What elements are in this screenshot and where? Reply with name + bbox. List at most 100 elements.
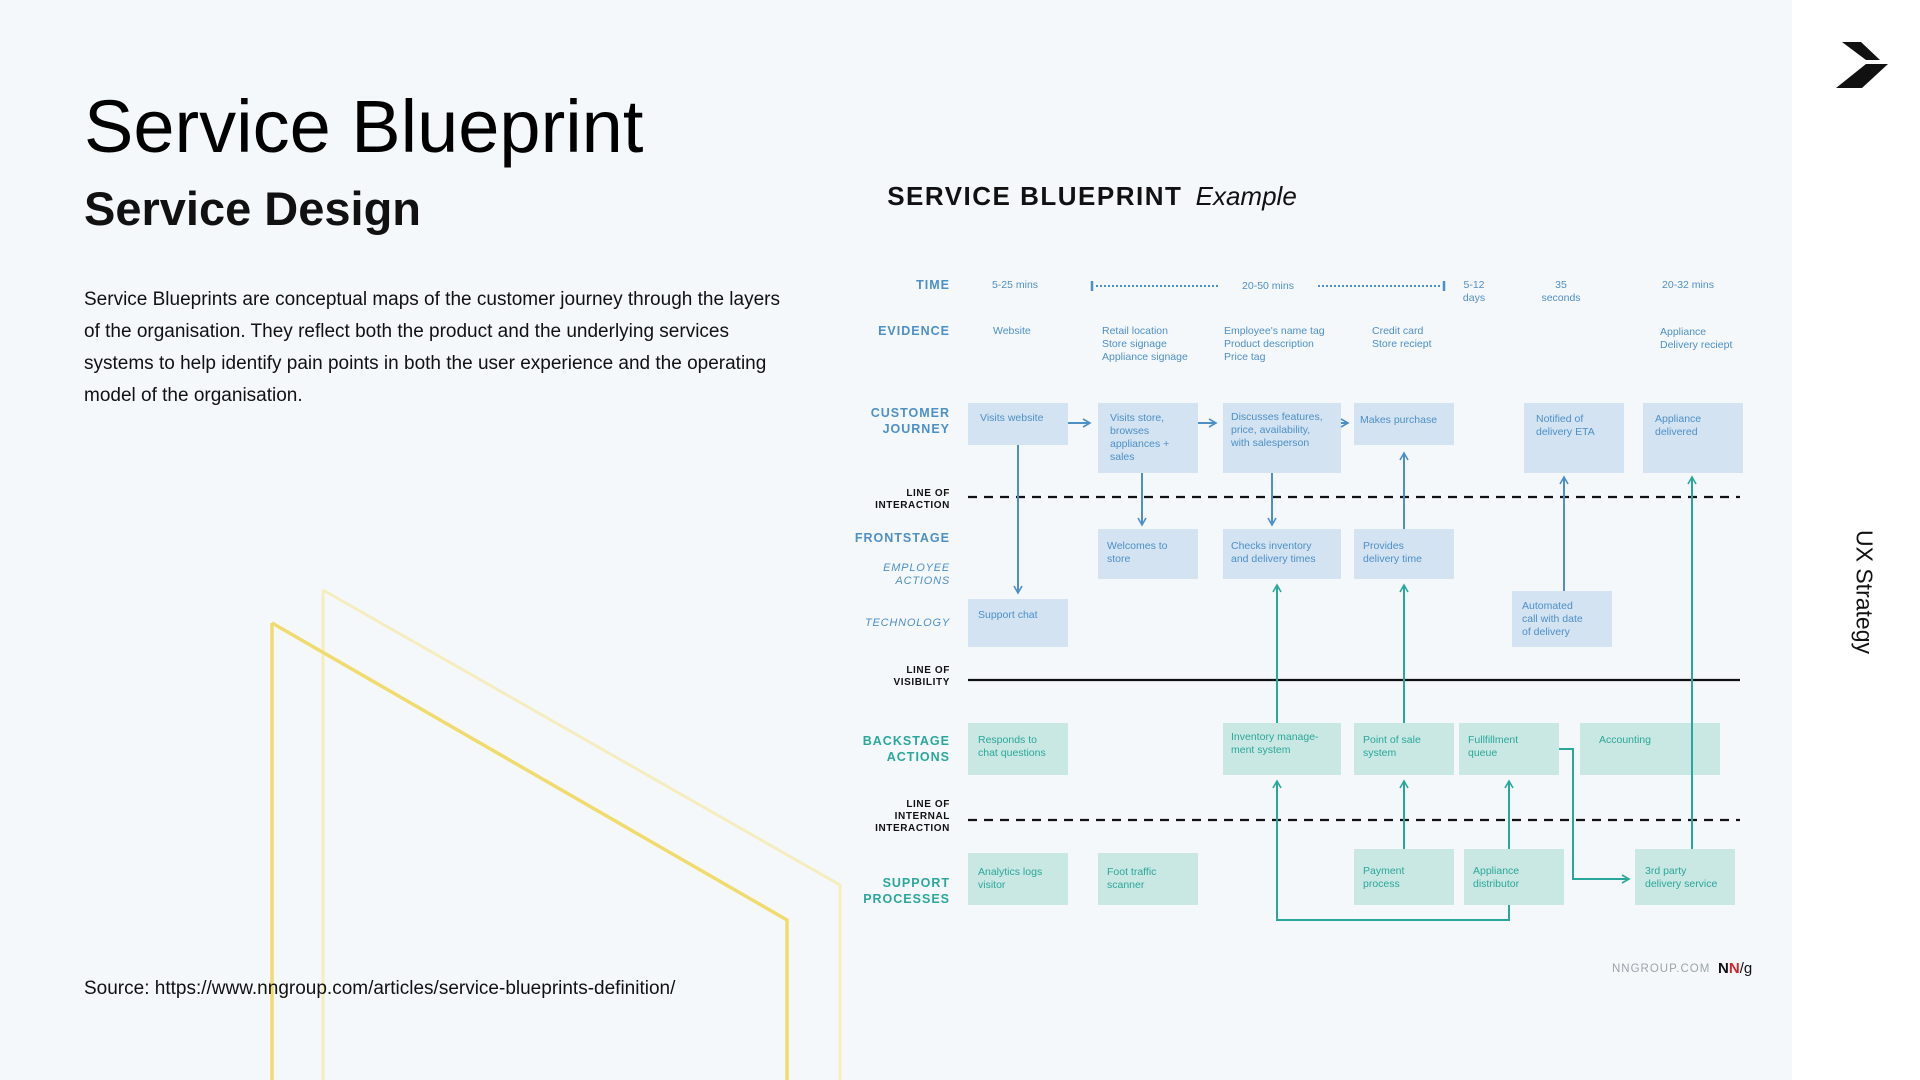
text-3rd-party-2: delivery service bbox=[1645, 878, 1718, 890]
box-point-of-sale bbox=[1354, 723, 1454, 775]
customer-journey-row bbox=[968, 403, 1743, 473]
time-3: 5-12 bbox=[1463, 279, 1484, 291]
text-point-of-sale-2: system bbox=[1363, 747, 1397, 759]
text-accounting: Accounting bbox=[1599, 734, 1651, 746]
label-line-internal-2: INTERNAL bbox=[895, 811, 950, 822]
blue-arrows bbox=[1013, 418, 1569, 595]
evidence-5: Appliance bbox=[1660, 326, 1706, 338]
box-provides-delivery bbox=[1354, 529, 1454, 579]
side-label: UX Strategy bbox=[1851, 530, 1878, 654]
page-title: Service Blueprint bbox=[84, 85, 644, 168]
box-discusses-features bbox=[1223, 403, 1341, 473]
box-visits-website bbox=[968, 403, 1068, 445]
footer-site: NNGROUP.COM bbox=[1612, 963, 1710, 975]
text-visits-store-2: browses bbox=[1110, 425, 1149, 437]
slide: Service Blueprint Service Design Service… bbox=[84, 85, 1753, 1080]
technology-row bbox=[968, 591, 1612, 647]
text-foot-traffic-2: scanner bbox=[1107, 879, 1145, 891]
box-inventory-system bbox=[1223, 723, 1341, 775]
text-distributor-2: distributor bbox=[1473, 878, 1520, 890]
text-discusses: Discusses features, bbox=[1231, 411, 1323, 423]
label-line-visibility: LINE OF bbox=[906, 665, 950, 676]
text-distributor: Appliance bbox=[1473, 865, 1519, 877]
box-fulfillment-queue bbox=[1459, 723, 1559, 775]
text-payment-2: process bbox=[1363, 878, 1400, 890]
evidence-3c: Price tag bbox=[1224, 351, 1266, 363]
box-analytics bbox=[968, 853, 1068, 905]
text-provides-2: delivery time bbox=[1363, 553, 1422, 565]
label-time: TIME bbox=[916, 278, 950, 292]
text-inventory-system-2: ment system bbox=[1231, 744, 1291, 756]
label-customer-journey: CUSTOMER bbox=[871, 406, 950, 420]
text-analytics-2: visitor bbox=[978, 879, 1006, 891]
text-visits-store-3: appliances + bbox=[1110, 438, 1169, 450]
text-fulfillment: Fullfillment bbox=[1468, 734, 1518, 746]
teal-arrows bbox=[1272, 475, 1697, 921]
text-analytics: Analytics logs bbox=[978, 866, 1042, 878]
text-automated-3: of delivery bbox=[1522, 626, 1571, 638]
text-welcomes-2: store bbox=[1107, 553, 1131, 565]
support-row bbox=[968, 849, 1735, 905]
text-notified: Notified of bbox=[1536, 413, 1583, 425]
text-responds: Responds to bbox=[978, 734, 1037, 746]
text-discusses-2: price, availability, bbox=[1231, 424, 1310, 436]
side-panel bbox=[1792, 0, 1920, 1080]
label-line-visibility-2: VISIBILITY bbox=[893, 677, 950, 688]
text-makes-purchase: Makes purchase bbox=[1360, 414, 1437, 426]
text-visits-store-4: sales bbox=[1110, 451, 1135, 463]
source-citation: Source: https://www.nngroup.com/articles… bbox=[84, 978, 676, 999]
box-payment bbox=[1354, 849, 1454, 905]
evidence-3: Employee's name tag bbox=[1224, 325, 1325, 337]
text-welcomes: Welcomes to bbox=[1107, 540, 1168, 552]
text-checks-2: and delivery times bbox=[1231, 553, 1316, 565]
label-support-2: PROCESSES bbox=[863, 892, 950, 906]
box-3rd-party-delivery bbox=[1635, 849, 1735, 905]
text-3rd-party: 3rd party bbox=[1645, 865, 1687, 877]
page-subtitle: Service Design bbox=[84, 182, 422, 235]
box-support-chat bbox=[968, 599, 1068, 647]
text-point-of-sale: Point of sale bbox=[1363, 734, 1421, 746]
label-line-internal: LINE OF bbox=[906, 799, 950, 810]
text-payment: Payment bbox=[1363, 865, 1405, 877]
text-delivered-2: delivered bbox=[1655, 426, 1698, 438]
evidence-4: Credit card bbox=[1372, 325, 1424, 337]
label-employee-actions-2: ACTIONS bbox=[895, 575, 951, 587]
label-line-interaction-2: INTERACTION bbox=[875, 500, 950, 511]
text-automated: Automated bbox=[1522, 600, 1573, 612]
box-notified-eta bbox=[1524, 403, 1624, 473]
label-technology: TECHNOLOGY bbox=[865, 617, 950, 629]
text-support-chat: Support chat bbox=[978, 609, 1038, 621]
evidence-2: Retail location bbox=[1102, 325, 1168, 337]
text-checks: Checks inventory bbox=[1231, 540, 1312, 552]
label-line-internal-3: INTERACTION bbox=[875, 823, 950, 834]
box-automated-call bbox=[1512, 591, 1612, 647]
text-discusses-3: with salesperson bbox=[1230, 437, 1309, 449]
time-4-unit: seconds bbox=[1541, 292, 1580, 304]
label-line-interaction: LINE OF bbox=[906, 488, 950, 499]
time-4: 35 bbox=[1555, 279, 1567, 291]
time-1: 5-25 mins bbox=[992, 279, 1038, 291]
label-frontstage: FRONTSTAGE bbox=[855, 531, 950, 545]
service-blueprint-diagram: SERVICE BLUEPRINT Example TIME EVIDENCE … bbox=[855, 181, 1752, 977]
box-appliance-delivered bbox=[1643, 403, 1743, 473]
time-3-unit: days bbox=[1463, 292, 1485, 304]
text-fulfillment-2: queue bbox=[1468, 747, 1497, 759]
text-visits-store: Visits store, bbox=[1110, 412, 1164, 424]
box-responds-chat bbox=[968, 723, 1068, 775]
text-foot-traffic: Foot traffic bbox=[1107, 866, 1156, 878]
text-inventory-system: Inventory manage- bbox=[1231, 731, 1319, 743]
label-employee-actions: EMPLOYEE bbox=[883, 562, 950, 574]
label-backstage-2: ACTIONS bbox=[887, 750, 950, 764]
evidence-4b: Store reciept bbox=[1372, 338, 1432, 350]
box-distributor bbox=[1464, 849, 1564, 905]
time-row: 5-25 mins 20-50 mins 5-12 days 35 second… bbox=[992, 279, 1714, 304]
box-visits-store bbox=[1098, 403, 1198, 473]
evidence-5b: Delivery reciept bbox=[1660, 339, 1732, 351]
text-notified-2: delivery ETA bbox=[1536, 426, 1595, 438]
text-provides: Provides bbox=[1363, 540, 1404, 552]
brand-chevron-icon bbox=[1836, 42, 1888, 88]
label-customer-journey-2: JOURNEY bbox=[883, 422, 950, 436]
text-visits-website: Visits website bbox=[980, 412, 1044, 424]
time-2: 20-50 mins bbox=[1242, 280, 1294, 292]
box-checks-inventory bbox=[1223, 529, 1341, 579]
